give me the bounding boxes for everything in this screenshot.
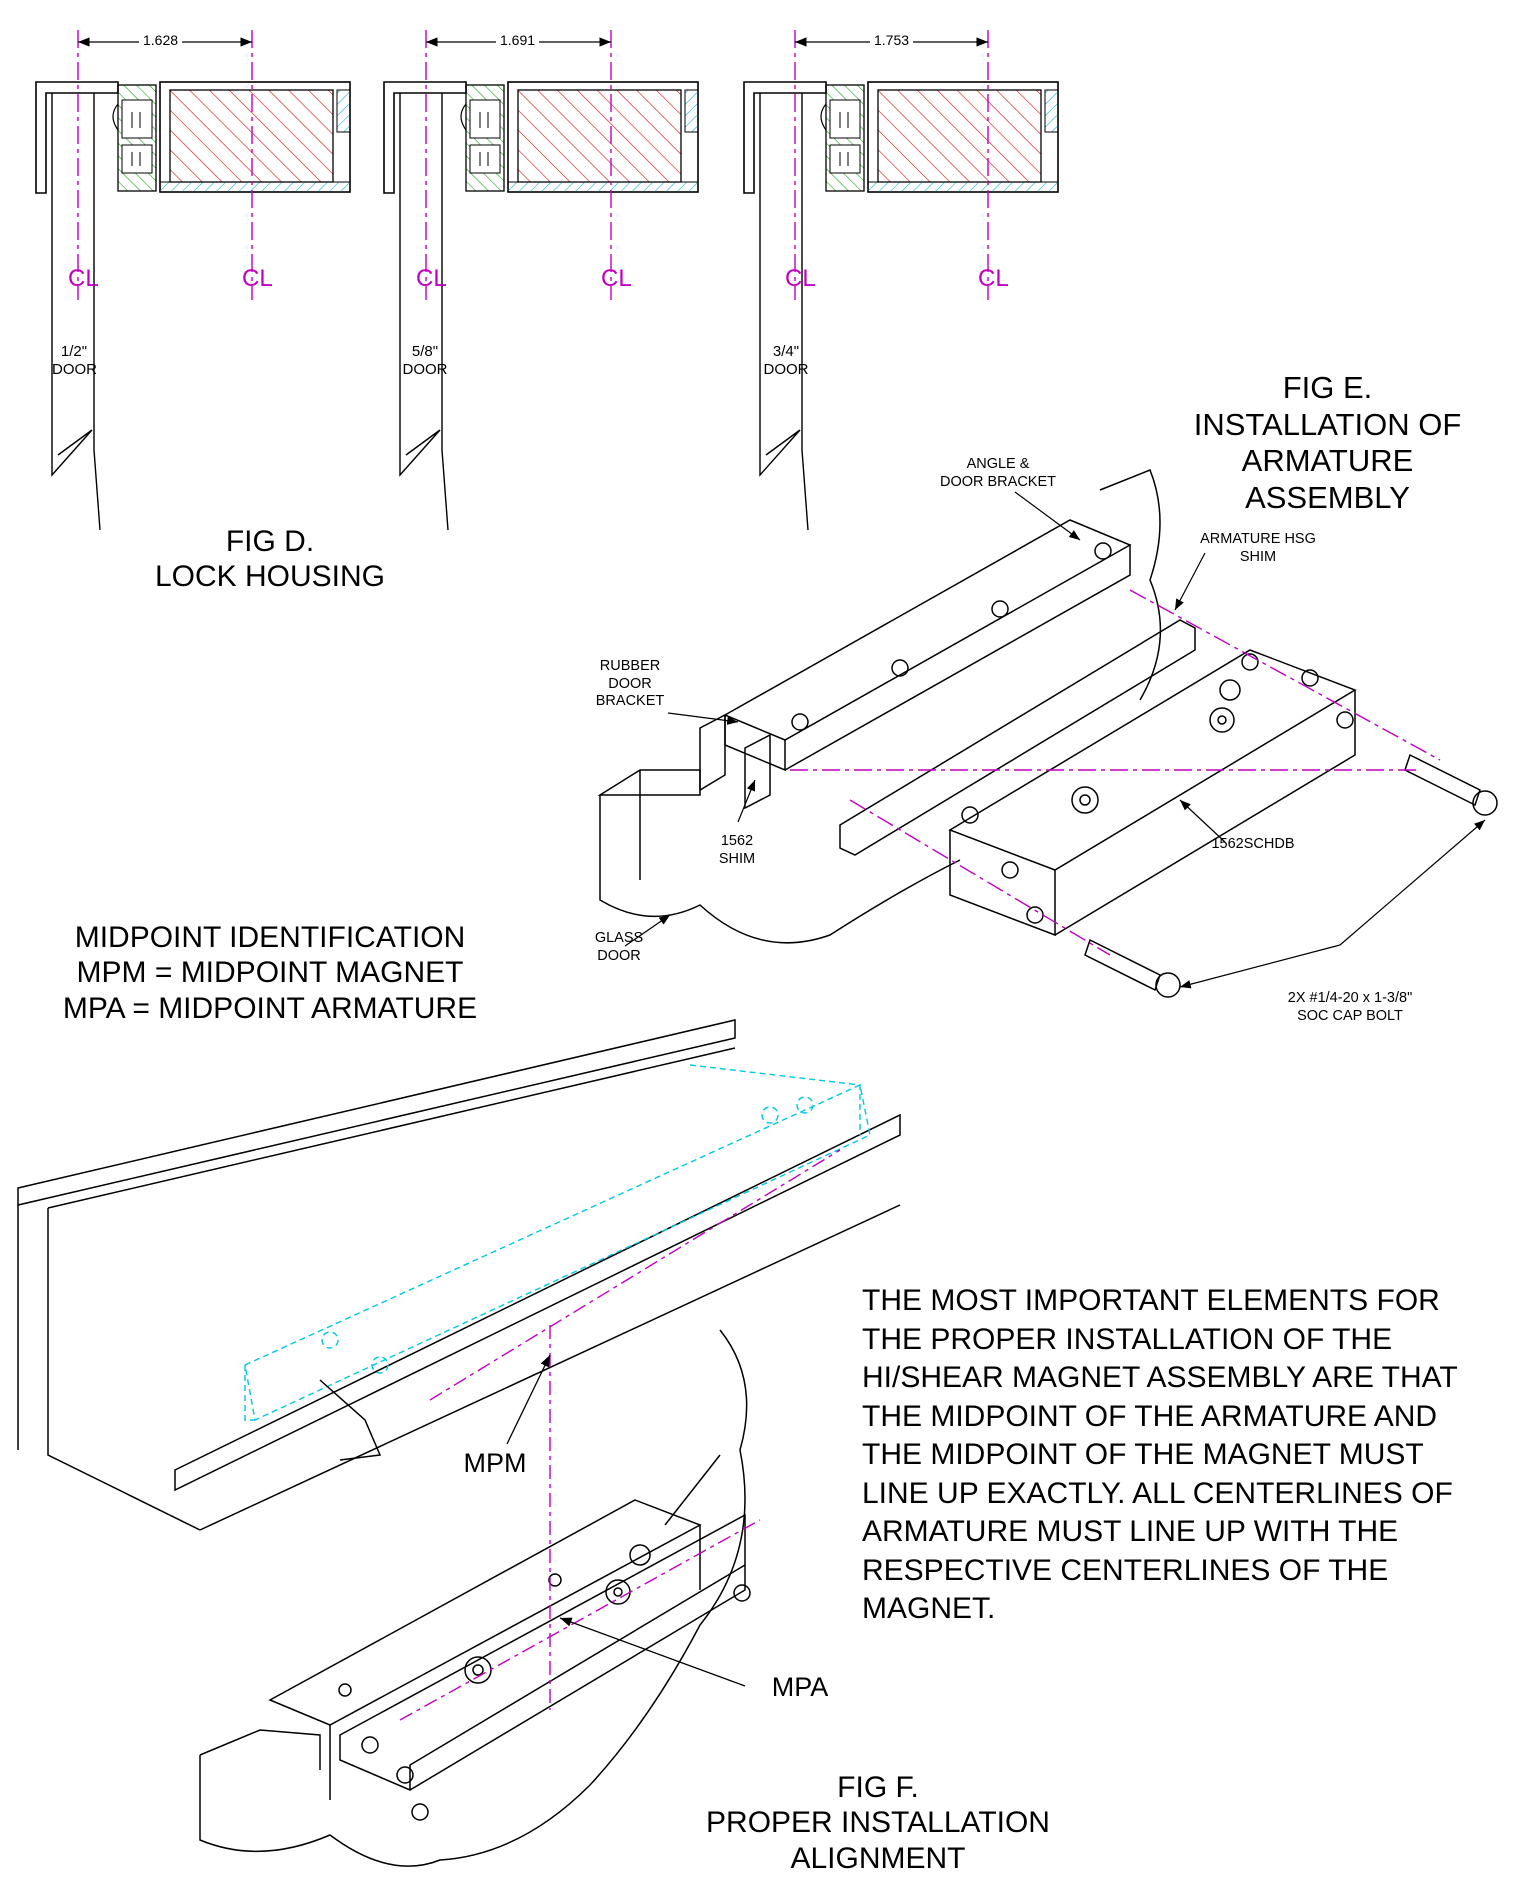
installation-instructions: THE MOST IMPORTANT ELEMENTS FOR THE PROP… <box>862 1284 1458 1625</box>
door-size-label-3: 3/4"DOOR <box>763 343 809 379</box>
callout-soc-cap-bolt: 2X #1/4-20 x 1-3/8" SOC CAP BOLT <box>1287 990 1413 1024</box>
fig-d-panel-2 <box>383 81 699 531</box>
fig-e-drawing <box>597 469 1498 998</box>
fig-d-title: FIG D.LOCK HOUSING <box>154 525 386 594</box>
dimension-label-3: 1.753 <box>870 32 914 49</box>
callout-armature-hsg-shim: ARMATURE HSG SHIM <box>1200 531 1316 565</box>
centerline-mark: CL <box>601 265 632 292</box>
callout-part-number: 1562SCHDB <box>1211 836 1295 852</box>
callout-angle-door-bracket: ANGLE & DOOR BRACKET <box>939 456 1056 490</box>
centerline-mark: CL <box>978 265 1009 292</box>
centerline-mark: CL <box>416 265 447 292</box>
fig-f-leaders <box>506 1354 746 1687</box>
dimension-label-2: 1.691 <box>496 32 540 49</box>
mpa-label: MPA <box>771 1672 829 1702</box>
dimension-label-1: 1.628 <box>139 32 183 49</box>
callout-rubber-door-bracket: RUBBER DOOR BRACKET <box>595 658 665 710</box>
centerline-mark: CL <box>242 265 273 292</box>
fig-e-leaders <box>624 491 1486 989</box>
door-size-label-2: 5/8"DOOR <box>402 343 448 379</box>
fig-d-centerlines <box>77 30 989 300</box>
callout-glass-door: GLASS DOOR <box>594 930 644 964</box>
mpm-label: MPM <box>463 1448 527 1478</box>
centerline-mark: CL <box>785 265 816 292</box>
door-size-label-1: 1/2"DOOR <box>52 343 97 379</box>
fig-f-centerlines <box>399 1149 841 1721</box>
fig-e-centerlines <box>790 589 1441 956</box>
fig-f-drawing <box>17 1019 901 1867</box>
fig-d-panel-1 <box>35 81 351 531</box>
centerline-mark: CL <box>68 265 99 292</box>
callout-1562-shim: 1562 SHIM <box>718 833 756 867</box>
